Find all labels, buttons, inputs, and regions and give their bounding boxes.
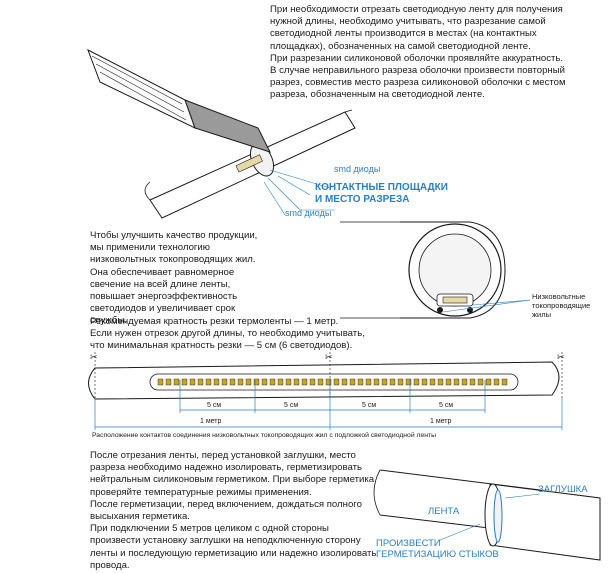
led-diode	[461, 378, 468, 386]
led-diode	[357, 378, 364, 386]
led-diode	[333, 378, 340, 386]
led-diode	[405, 378, 412, 386]
led-diode	[469, 378, 476, 386]
knife-cut-illustration	[87, 48, 356, 219]
paragraph: Она обеспечивает равномерное свечение на…	[90, 266, 238, 327]
dim-1m: 1 метр	[200, 418, 222, 425]
contact-pads-line2: И МЕСТО РАЗРЕЗА	[315, 194, 410, 205]
paragraph: Если нужен отрезок другой длины, то необ…	[90, 328, 365, 352]
dim-5cm: 5 см	[439, 402, 454, 409]
paragraph: После герметизации, перед включением, до…	[90, 498, 362, 523]
dim-1m: 1 метр	[430, 418, 452, 425]
led-diode	[285, 378, 292, 386]
contact-pads-label: КОНТАКТНЫЕ ПЛОЩАДКИ И МЕСТО РАЗРЕЗА	[315, 182, 448, 206]
led-diode	[181, 378, 188, 386]
paragraph: Рекомендуемая кратность резки термоленты…	[90, 316, 339, 327]
seal-label: ПРОИЗВЕСТИ ГЕРМЕТИЗАЦИЮ СТЫКОВ	[376, 538, 499, 560]
paragraph: После отрезания ленты, перед установкой …	[90, 450, 375, 498]
led-diode	[445, 378, 452, 386]
led-diode	[493, 378, 500, 386]
led-diode	[365, 378, 372, 386]
led-diode	[293, 378, 300, 386]
led-diode	[325, 378, 332, 386]
led-diode	[197, 378, 204, 386]
led-diode	[309, 378, 316, 386]
svg-text:✂: ✂	[557, 352, 565, 362]
dim-5cm: 5 см	[207, 402, 222, 409]
led-diode	[301, 378, 308, 386]
svg-text:✂: ✂	[90, 352, 98, 362]
cross-section-illustration	[340, 221, 531, 319]
led-diode	[277, 378, 284, 386]
led-diode	[253, 378, 260, 386]
seal-label-line2: ГЕРМЕТИЗАЦИЮ СТЫКОВ	[376, 549, 499, 560]
tape-length-illustration: ✂ ✂ ✂	[88, 352, 565, 430]
led-diode	[269, 378, 276, 386]
paragraph: При подключении 5 метров целиком с одной…	[90, 523, 377, 571]
led-diode	[485, 378, 492, 386]
sealing-instructions: После отрезания ленты, перед установкой …	[90, 450, 380, 572]
led-diode	[413, 378, 420, 386]
layout-caption: Расположение контактов соединения низков…	[92, 432, 437, 439]
dim-5cm: 5 см	[362, 402, 377, 409]
led-diode	[221, 378, 228, 386]
led-diode	[317, 378, 324, 386]
led-diode	[389, 378, 396, 386]
led-diode	[173, 378, 180, 386]
led-diode	[245, 378, 252, 386]
led-diode	[349, 378, 356, 386]
led-diode	[189, 378, 196, 386]
led-row	[157, 378, 508, 386]
cap-label: ЗАГЛУШКА	[538, 484, 588, 495]
led-diode	[437, 378, 444, 386]
led-diode	[261, 378, 268, 386]
led-diode	[213, 378, 220, 386]
led-diode	[157, 378, 164, 386]
wires-description: Чтобы улучшить качество продукции, мы пр…	[90, 230, 265, 328]
wire-label: Низковольтные токопроводящие жилы	[532, 292, 591, 319]
contact-pads-line1: КОНТАКТНЫЕ ПЛОЩАДКИ	[315, 182, 448, 193]
led-diode	[229, 378, 236, 386]
led-diode	[477, 378, 484, 386]
led-diode	[397, 378, 404, 386]
led-diode	[421, 378, 428, 386]
led-diode	[381, 378, 388, 386]
led-diode	[453, 378, 460, 386]
svg-text:✂: ✂	[325, 352, 333, 362]
paragraph: Чтобы улучшить качество продукции, мы пр…	[90, 230, 258, 266]
led-diode	[501, 378, 508, 386]
tape-label: ЛЕНТА	[428, 506, 460, 517]
smd-diodes-label-top: smd диоды	[334, 164, 381, 174]
dim-5cm: 5 см	[284, 402, 299, 409]
led-diode	[429, 378, 436, 386]
led-diode	[373, 378, 380, 386]
led-diode	[341, 378, 348, 386]
seal-label-line1: ПРОИЗВЕСТИ	[376, 538, 441, 549]
multiplicity-description: Рекомендуемая кратность резки термоленты…	[90, 316, 365, 353]
end-cap-illustration	[373, 469, 601, 561]
cutting-instructions: При необходимости отрезать светодиодную …	[270, 4, 570, 102]
paragraph: При разрезании силиконовой оболочки проя…	[270, 52, 566, 101]
paragraph: При необходимости отрезать светодиодную …	[270, 4, 563, 52]
led-diode	[165, 378, 172, 386]
smd-diodes-label-bottom: smd диоды	[285, 208, 332, 218]
led-diode	[237, 378, 244, 386]
led-diode	[205, 378, 212, 386]
